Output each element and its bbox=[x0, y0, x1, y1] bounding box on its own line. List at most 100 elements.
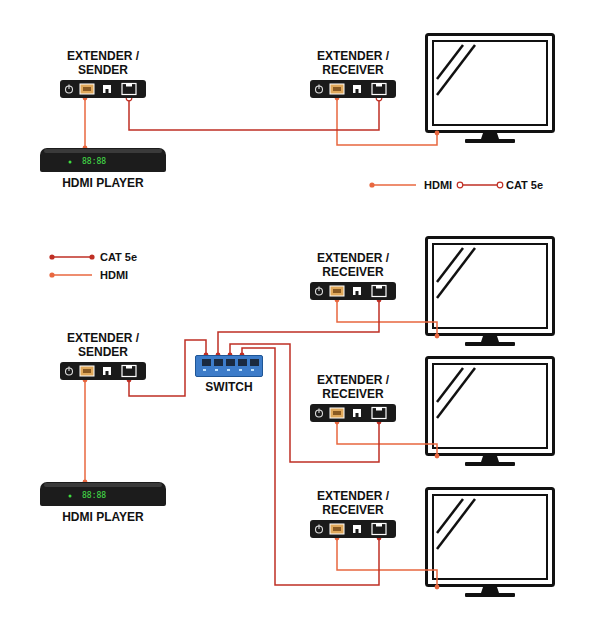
extender-ports bbox=[310, 80, 396, 98]
rj45-port bbox=[372, 408, 386, 419]
hdmi-port bbox=[333, 289, 341, 293]
led bbox=[69, 161, 72, 164]
rj45-port bbox=[372, 286, 386, 297]
rj45-port bbox=[376, 524, 382, 527]
device-label: EXTENDER / RECEIVER bbox=[313, 251, 393, 279]
hdmi-port bbox=[333, 87, 341, 91]
legend-sample bbox=[52, 256, 92, 258]
hdmi-player: 88:88HDMI PLAYER bbox=[40, 148, 166, 190]
switch-port bbox=[202, 359, 211, 366]
switch-box bbox=[195, 355, 263, 377]
device-label: HDMI PLAYER bbox=[40, 510, 166, 524]
extender-unit: EXTENDER / RECEIVER bbox=[310, 49, 396, 98]
tv-monitor bbox=[427, 238, 554, 347]
legend-sample bbox=[49, 182, 502, 277]
extender-ports bbox=[310, 404, 396, 422]
cable bbox=[83, 96, 88, 151]
power-icon bbox=[68, 367, 69, 372]
extender-ports bbox=[60, 80, 146, 98]
extender-unit: EXTENDER / SENDER bbox=[60, 331, 146, 380]
player-top bbox=[44, 483, 162, 487]
device-label: EXTENDER / RECEIVER bbox=[313, 489, 393, 517]
extender-box bbox=[310, 282, 396, 300]
tv-monitor bbox=[427, 35, 554, 144]
extender-ports bbox=[60, 362, 146, 380]
legend-text: CAT 5e bbox=[100, 251, 137, 264]
cable-end bbox=[435, 334, 440, 339]
display-readout: 88:88 bbox=[82, 491, 106, 500]
port-light bbox=[251, 369, 254, 371]
ir-port bbox=[103, 367, 111, 375]
extender-box bbox=[310, 520, 396, 538]
switch-port bbox=[238, 359, 247, 366]
hdmi-port bbox=[80, 366, 94, 376]
hdmi-port bbox=[330, 84, 344, 94]
rj45-port bbox=[376, 84, 382, 87]
display-readout: 88:88 bbox=[82, 157, 106, 166]
rj45-port bbox=[376, 408, 382, 411]
rj45-port bbox=[122, 84, 136, 95]
led bbox=[69, 495, 72, 498]
device-label: HDMI PLAYER bbox=[40, 176, 166, 190]
legend-sample bbox=[49, 272, 54, 277]
cable bbox=[216, 298, 382, 358]
tv-monitor bbox=[427, 358, 554, 467]
cable bbox=[228, 344, 382, 462]
hdmi-cable bbox=[337, 300, 437, 336]
device-label: EXTENDER / RECEIVER bbox=[313, 49, 393, 77]
switch-port bbox=[214, 359, 223, 366]
switch-ports bbox=[196, 356, 262, 376]
hdmi-port bbox=[333, 411, 341, 415]
cable bbox=[126, 95, 382, 130]
hdmi-port bbox=[330, 524, 344, 534]
rj45-port bbox=[372, 84, 386, 95]
cable bbox=[83, 378, 88, 485]
device-label: SWITCH bbox=[195, 380, 263, 394]
ir-port bbox=[106, 89, 109, 93]
ir-port bbox=[356, 89, 359, 93]
legend-sample bbox=[52, 274, 92, 276]
legend-sample bbox=[372, 184, 416, 186]
device-label: EXTENDER / SENDER bbox=[63, 49, 143, 77]
extender-unit: EXTENDER / RECEIVER bbox=[310, 373, 396, 422]
extender-ports bbox=[310, 282, 396, 300]
hdmi-port bbox=[333, 527, 341, 531]
ir-port bbox=[103, 85, 111, 93]
hdmi-port bbox=[83, 87, 91, 91]
extender-unit: EXTENDER / SENDER bbox=[60, 49, 146, 98]
rj45-port bbox=[126, 366, 132, 369]
legend-text: HDMI bbox=[424, 179, 452, 192]
hdmi-port bbox=[330, 286, 344, 296]
port-light bbox=[215, 369, 218, 371]
rj45-port bbox=[122, 366, 136, 377]
device-label: EXTENDER / SENDER bbox=[63, 331, 143, 359]
cable-end bbox=[435, 454, 440, 459]
power-icon bbox=[318, 287, 319, 292]
cat5e-cable bbox=[218, 300, 379, 355]
extender-box bbox=[60, 362, 146, 380]
network-switch: SWITCH bbox=[195, 355, 263, 394]
power-icon bbox=[68, 85, 69, 90]
extender-box bbox=[60, 80, 146, 98]
power-icon bbox=[318, 85, 319, 90]
switch-port bbox=[250, 359, 259, 366]
legend-sample bbox=[369, 182, 374, 187]
cable-end bbox=[435, 131, 440, 136]
extender-ports bbox=[310, 520, 396, 538]
hdmi-port bbox=[330, 408, 344, 418]
legend-sample bbox=[457, 182, 463, 188]
tv-monitor bbox=[427, 489, 554, 598]
hdmi-player: 88:88HDMI PLAYER bbox=[40, 482, 166, 524]
legend-sample bbox=[497, 182, 503, 188]
ir-port bbox=[106, 371, 109, 375]
hdmi-port bbox=[83, 369, 91, 373]
port-light bbox=[239, 369, 242, 371]
hdmi-cable bbox=[337, 422, 437, 456]
ir-port bbox=[356, 529, 359, 533]
rj45-port bbox=[376, 286, 382, 289]
rj45-port bbox=[126, 84, 132, 87]
rj45-port bbox=[372, 524, 386, 535]
ir-port bbox=[353, 409, 361, 417]
cable-end bbox=[435, 585, 440, 590]
ir-port bbox=[353, 525, 361, 533]
